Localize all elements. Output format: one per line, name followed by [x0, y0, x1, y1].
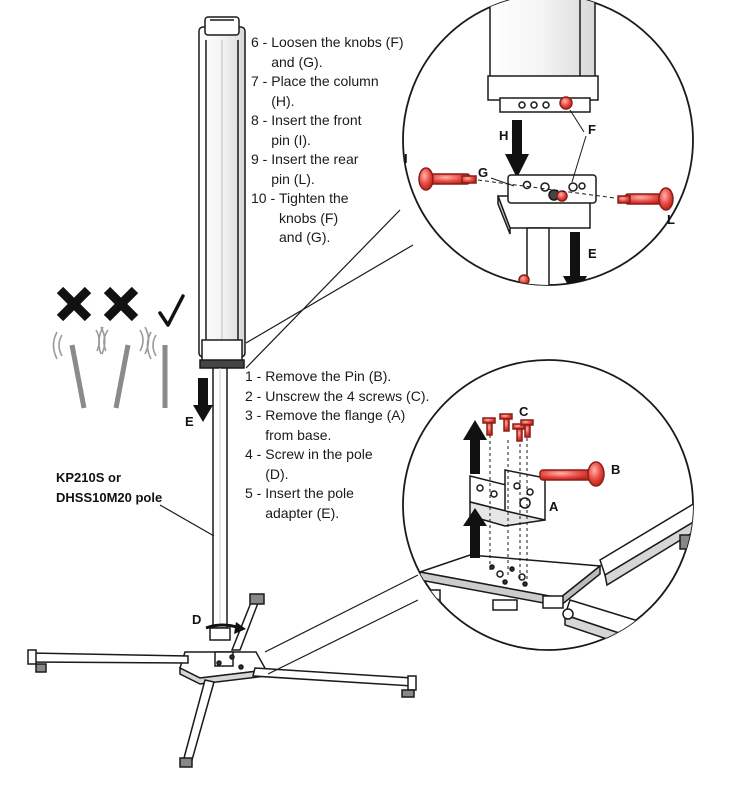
label-b: B [611, 462, 620, 477]
e-arrow-main [193, 378, 213, 422]
step-3: 3 - Remove the flange (A) from base. [245, 407, 406, 443]
label-f: F [588, 122, 596, 137]
step-1: 1 - Remove the Pin (B). [245, 368, 392, 384]
front-pin-i [418, 167, 477, 191]
screws-c [482, 413, 534, 442]
step-10: 10 - Tighten the knobs (F) and (G). [251, 190, 349, 245]
step-6: 6 - Loosen the knobs (F) and (G). [251, 34, 404, 70]
step-5: 5 - Insert the pole adapter (E). [245, 485, 354, 521]
step-2: 2 - Unscrew the 4 screws (C). [245, 387, 430, 404]
label-l: L [667, 212, 675, 227]
label-c: C [519, 404, 529, 419]
tripod-base [27, 593, 417, 768]
d-rotation-arrow [205, 622, 246, 634]
pole-model-label: KP210S or DHSS10M20 pole [56, 470, 163, 505]
orientation-examples [52, 286, 185, 409]
pole-label-leader [159, 504, 215, 537]
steps-list-top: 6 - Loosen the knobs (F) and (G). 7 - Pl… [251, 33, 404, 248]
check-icon [158, 294, 185, 327]
cross-icon [56, 286, 92, 322]
step-9: 9 - Insert the rear pin (L). [251, 151, 359, 187]
label-i: I [404, 151, 408, 166]
cross-icon [103, 286, 139, 322]
detail-bottom-leaders [264, 574, 419, 675]
label-g: G [478, 165, 488, 180]
label-h: H [499, 128, 508, 143]
step-7: 7 - Place the column (H). [251, 73, 379, 109]
label-e-top: E [588, 246, 597, 261]
rear-pin-l [617, 187, 674, 211]
steps-list-bottom: 1 - Remove the Pin (B). 2 - Unscrew the … [245, 367, 429, 523]
label-e-main: E [185, 414, 194, 429]
label-a: A [549, 499, 559, 514]
pin-b [539, 461, 605, 487]
detail-top-leaders [245, 209, 414, 369]
speaker-stand [27, 16, 417, 768]
detail-top [402, 0, 694, 286]
step-8: 8 - Insert the front pin (I). [251, 112, 362, 148]
label-d: D [192, 612, 201, 627]
step-4: 4 - Screw in the pole (D). [245, 446, 373, 482]
